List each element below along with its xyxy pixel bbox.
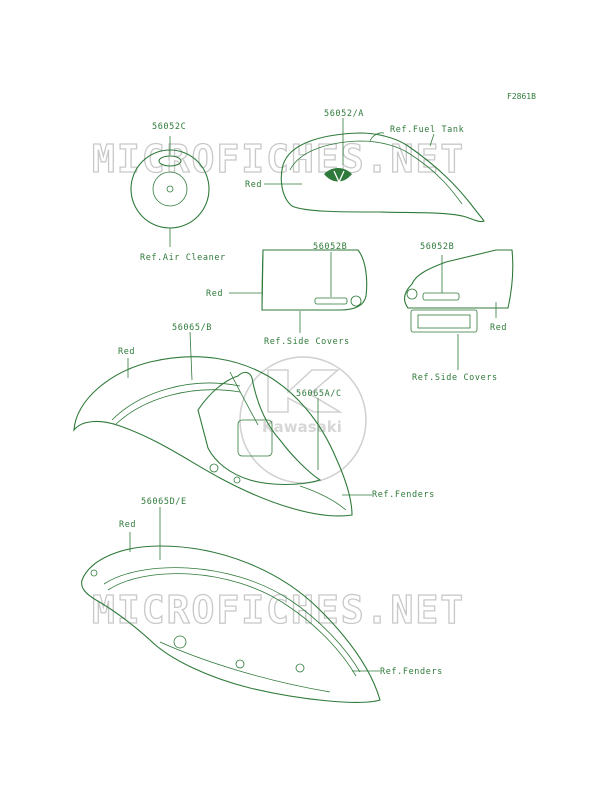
left-side-cover-reference: Ref.Side Covers bbox=[264, 337, 350, 347]
watermark-bottom: MICROFICHES.NET bbox=[92, 588, 465, 632]
fuel-tank-part bbox=[264, 118, 485, 223]
rear-fender-part bbox=[81, 507, 381, 703]
left-side-cover-part-number: 56052B bbox=[313, 242, 347, 252]
figure-code: F2861B bbox=[507, 92, 536, 101]
air-cleaner-reference: Ref.Air Cleaner bbox=[140, 253, 226, 263]
fuel-tank-reference: Ref.Fuel Tank bbox=[390, 125, 464, 135]
front-fender-part-number: 56065/B bbox=[172, 323, 212, 333]
right-side-cover-part bbox=[403, 249, 514, 370]
air-cleaner-emblem-text: 800 bbox=[163, 160, 173, 166]
front-fender-part-number-2: 56065A/C bbox=[296, 389, 342, 399]
front-fender-reference: Ref.Fenders bbox=[372, 490, 435, 500]
air-cleaner-part: 800 bbox=[130, 136, 210, 247]
right-side-cover-part-number: 56052B bbox=[420, 242, 454, 252]
left-side-cover-part bbox=[229, 249, 368, 333]
left-side-cover-color: Red bbox=[206, 289, 223, 299]
fuel-tank-part-number: 56052/A bbox=[324, 109, 364, 119]
rear-fender-color: Red bbox=[119, 520, 136, 530]
air-cleaner-part-number: 56052C bbox=[152, 122, 186, 132]
watermark-group: MICROFICHES.NET MICROFICHES.NET Kawasaki bbox=[91, 136, 465, 632]
fuel-tank-color: Red bbox=[245, 180, 262, 190]
rear-fender-part-number: 56065D/E bbox=[141, 497, 187, 507]
rear-fender-reference: Ref.Fenders bbox=[380, 667, 443, 677]
right-side-cover-reference: Ref.Side Covers bbox=[412, 373, 498, 383]
front-fender-part bbox=[73, 331, 372, 517]
right-side-cover-color: Red bbox=[490, 323, 507, 333]
watermark-top: MICROFICHES.NET bbox=[92, 137, 465, 181]
front-fender-color: Red bbox=[118, 347, 135, 357]
